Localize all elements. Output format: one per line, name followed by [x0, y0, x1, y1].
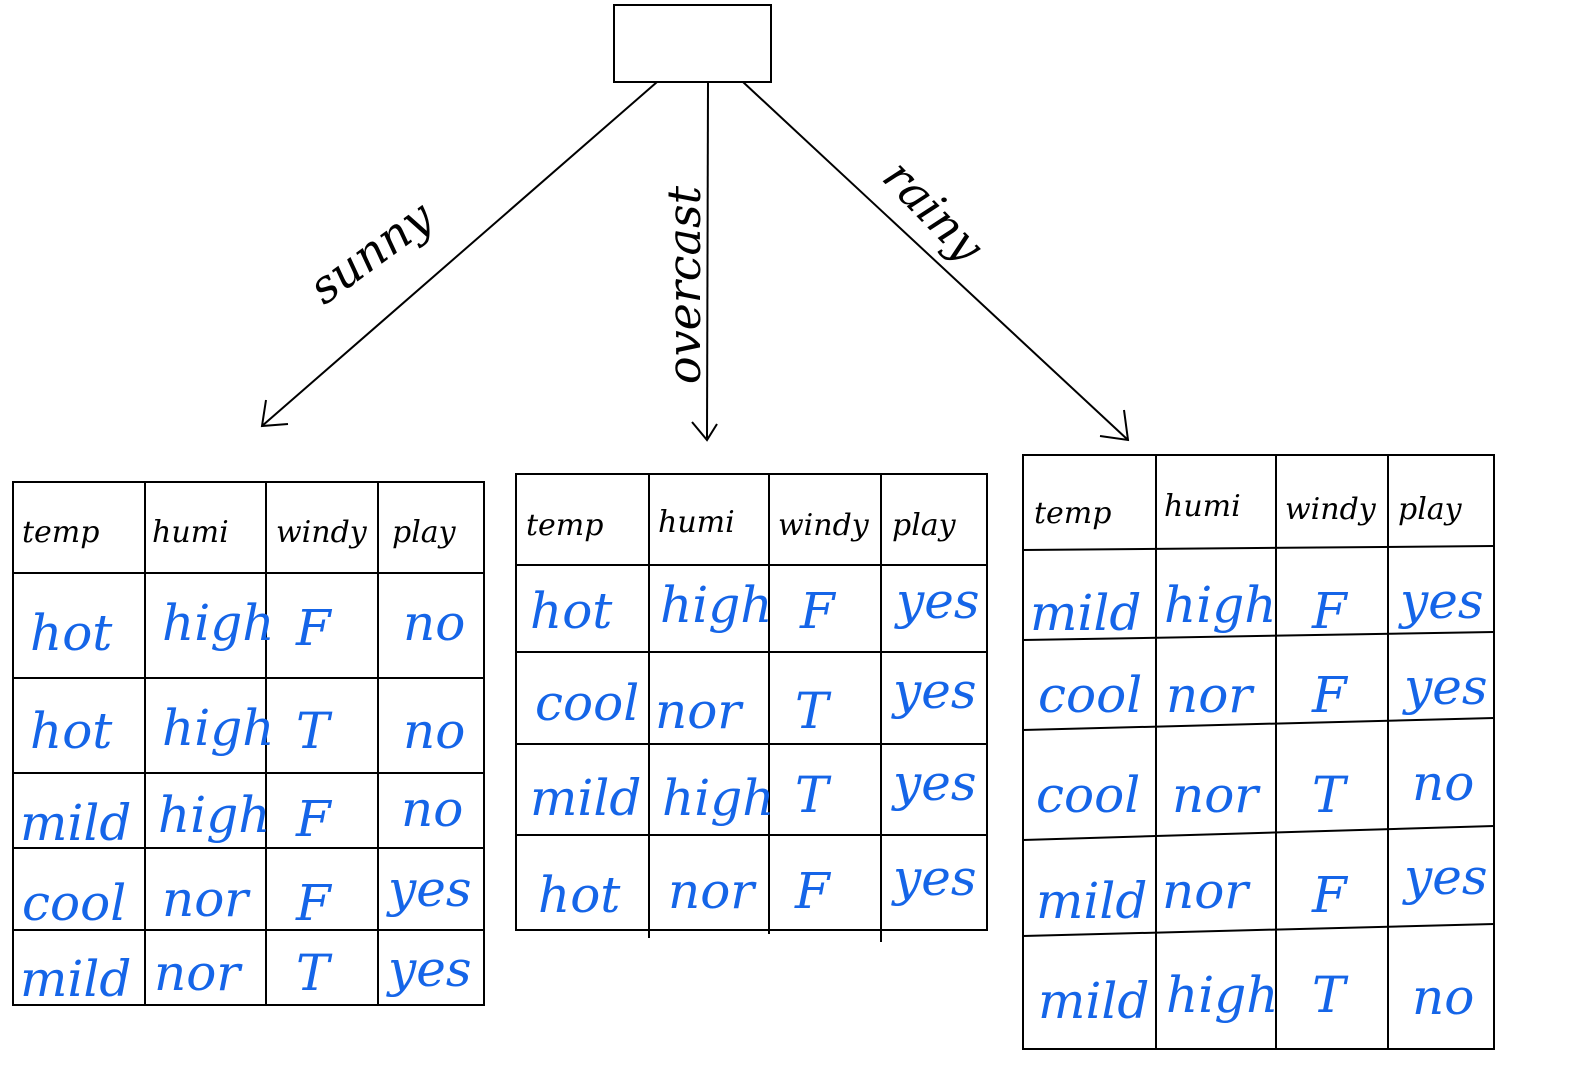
table-cell: T: [1312, 966, 1349, 1024]
table-cell: cool: [1038, 666, 1142, 724]
table-cell: cool: [22, 874, 126, 932]
header-cell: windy: [276, 515, 368, 550]
table-cell: no: [1412, 968, 1474, 1026]
table-cell: mild: [1030, 584, 1141, 642]
table-cell: high: [162, 594, 274, 652]
table-cell: T: [795, 682, 832, 740]
table-cell: high: [1166, 966, 1278, 1024]
table-sunny: temp humi windy play hot high F no hot h…: [12, 481, 485, 1008]
table-cell: yes: [1398, 572, 1484, 630]
header-cell: temp: [526, 508, 603, 543]
table-cell: F: [295, 874, 333, 932]
table-cell: yes: [894, 572, 980, 630]
table-cell: hot: [538, 866, 621, 924]
header-cell: play: [892, 508, 957, 543]
table-cell: no: [403, 594, 465, 652]
branch-label-sunny: sunny: [299, 189, 444, 315]
root-node: [613, 4, 772, 83]
table-cell: T: [1312, 766, 1349, 824]
table-cell: nor: [1162, 862, 1251, 920]
table-cell: F: [295, 790, 333, 848]
table-cell: yes: [1402, 848, 1488, 906]
table-cell: T: [795, 766, 832, 824]
table-rainy: temp humi windy play mild high F yes coo…: [1022, 454, 1495, 1050]
header-cell: play: [1398, 492, 1463, 527]
table-cell: yes: [891, 662, 977, 720]
table-cell: yes: [891, 849, 977, 907]
table-cell: high: [662, 769, 774, 827]
branch-sunny: sunny: [260, 81, 658, 428]
table-cell: yes: [891, 754, 977, 812]
table-rainy-grid: [1022, 454, 1495, 1050]
table-cell: T: [296, 702, 333, 760]
table-cell: high: [162, 699, 274, 757]
branch-arrow-overcast: [706, 81, 709, 439]
table-cell: no: [403, 702, 465, 760]
table-cell: mild: [530, 769, 641, 827]
table-cell: F: [794, 862, 832, 920]
table-sunny-grid: [12, 481, 485, 1006]
table-cell: nor: [668, 862, 757, 920]
table-cell: yes: [1402, 658, 1488, 716]
table-cell: no: [401, 780, 463, 838]
header-cell: humi: [1164, 489, 1241, 524]
table-cell: nor: [1166, 666, 1255, 724]
table-cell: yes: [386, 860, 472, 918]
header-cell: windy: [1285, 492, 1377, 527]
table-cell: high: [1164, 576, 1276, 634]
branch-rainy: rainy: [742, 81, 1130, 442]
table-cell: mild: [1038, 972, 1149, 1030]
table-cell: cool: [1036, 766, 1140, 824]
table-cell: no: [1412, 754, 1474, 812]
branch-label-rainy: rainy: [872, 149, 995, 273]
table-cell: hot: [30, 702, 113, 760]
arrowhead-rainy: [1099, 409, 1130, 442]
table-cell: mild: [20, 950, 131, 1008]
header-cell: temp: [1034, 496, 1111, 531]
table-cell: high: [660, 576, 772, 634]
table-cell: nor: [1172, 766, 1261, 824]
table-cell: yes: [386, 940, 472, 998]
branch-overcast: overcast: [657, 81, 718, 442]
table-cell: high: [158, 786, 270, 844]
header-cell: play: [392, 515, 457, 550]
table-cell: cool: [535, 674, 639, 732]
table-cell: T: [296, 944, 333, 1002]
table-cell: nor: [655, 682, 744, 740]
arrowhead-overcast: [691, 421, 718, 442]
table-cell: F: [799, 582, 837, 640]
table-overcast: temp humi windy play hot high F yes cool…: [515, 473, 988, 942]
table-cell: nor: [162, 870, 251, 928]
header-cell: temp: [22, 515, 99, 550]
table-cell: hot: [30, 604, 113, 662]
arrowhead-sunny: [260, 399, 289, 428]
branch-arrow-rainy: [742, 81, 1129, 441]
table-cell: nor: [154, 944, 243, 1002]
table-cell: F: [1311, 866, 1349, 924]
header-cell: humi: [658, 505, 735, 540]
table-cell: mild: [20, 794, 131, 852]
table-cell: mild: [1036, 872, 1147, 930]
branch-label-overcast: overcast: [657, 185, 711, 384]
branch-arrow-sunny: [261, 81, 658, 427]
header-cell: humi: [152, 515, 229, 550]
table-cell: F: [295, 599, 333, 657]
table-cell: F: [1311, 666, 1349, 724]
header-cell: windy: [778, 508, 870, 543]
table-overcast-grid: [515, 473, 988, 942]
table-cell: hot: [530, 582, 613, 640]
table-cell: F: [1311, 582, 1349, 640]
